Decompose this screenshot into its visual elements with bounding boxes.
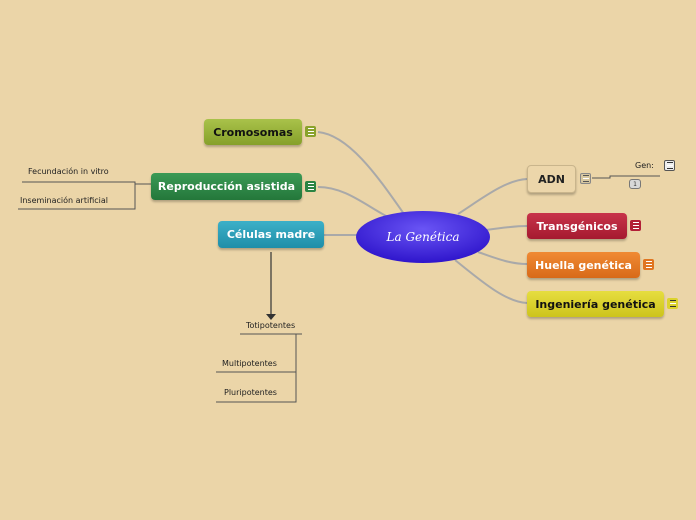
central-topic-shape[interactable] bbox=[356, 211, 490, 263]
count-badge: 1 bbox=[629, 179, 641, 189]
subtopic-pluripotentes[interactable]: Pluripotentes bbox=[224, 388, 277, 397]
node-reproduccion-label: Reproducción asistida bbox=[157, 180, 296, 193]
node-ingenieria-genetica[interactable]: Ingeniería genética bbox=[527, 291, 664, 317]
arrow-head bbox=[266, 314, 276, 320]
connector-reproduccion-subtopics bbox=[18, 181, 151, 210]
branch-reproduccion bbox=[317, 186, 389, 218]
branch-transgenicos bbox=[485, 225, 528, 231]
note-icon[interactable] bbox=[305, 126, 316, 137]
node-adn[interactable]: ADN bbox=[527, 165, 576, 193]
node-celulas-label: Células madre bbox=[226, 228, 316, 241]
node-huella-genetica[interactable]: Huella genética bbox=[527, 252, 640, 278]
note-icon[interactable] bbox=[630, 220, 641, 231]
subtopic-multipotentes[interactable]: Multipotentes bbox=[222, 359, 277, 368]
note-icon[interactable] bbox=[667, 298, 678, 309]
central-topic-label: La Genética bbox=[386, 230, 460, 244]
node-ingenieria-label: Ingeniería genética bbox=[535, 297, 656, 311]
node-celulas-madre[interactable]: Células madre bbox=[218, 221, 324, 248]
note-icon[interactable] bbox=[643, 259, 654, 270]
note-icon[interactable] bbox=[580, 173, 591, 184]
subtopic-inseminacion[interactable]: Inseminación artificial bbox=[20, 196, 108, 205]
node-huella-label: Huella genética bbox=[535, 258, 632, 272]
node-transgenicos-label: Transgénicos bbox=[536, 219, 618, 233]
connector-adn-gen bbox=[592, 175, 660, 179]
node-cromosomas-label: Cromosomas bbox=[213, 125, 293, 139]
branch-ingenieria bbox=[454, 259, 528, 304]
note-icon[interactable] bbox=[305, 181, 316, 192]
node-adn-label: ADN bbox=[538, 172, 565, 186]
subtopic-totipotentes[interactable]: Totipotentes bbox=[246, 321, 296, 330]
connector-celulas-subtopics bbox=[216, 333, 302, 403]
node-transgenicos[interactable]: Transgénicos bbox=[527, 213, 627, 239]
branch-adn bbox=[457, 178, 528, 215]
subtopic-fecundacion[interactable]: Fecundación in vitro bbox=[28, 167, 109, 176]
branch-huella bbox=[477, 251, 528, 265]
node-cromosomas[interactable]: Cromosomas bbox=[204, 119, 302, 145]
branch-cromosomas bbox=[317, 131, 405, 215]
node-reproduccion-asistida[interactable]: Reproducción asistida bbox=[151, 173, 302, 200]
subtopic-gen[interactable]: Gen: bbox=[635, 161, 654, 170]
note-icon[interactable] bbox=[664, 160, 675, 171]
